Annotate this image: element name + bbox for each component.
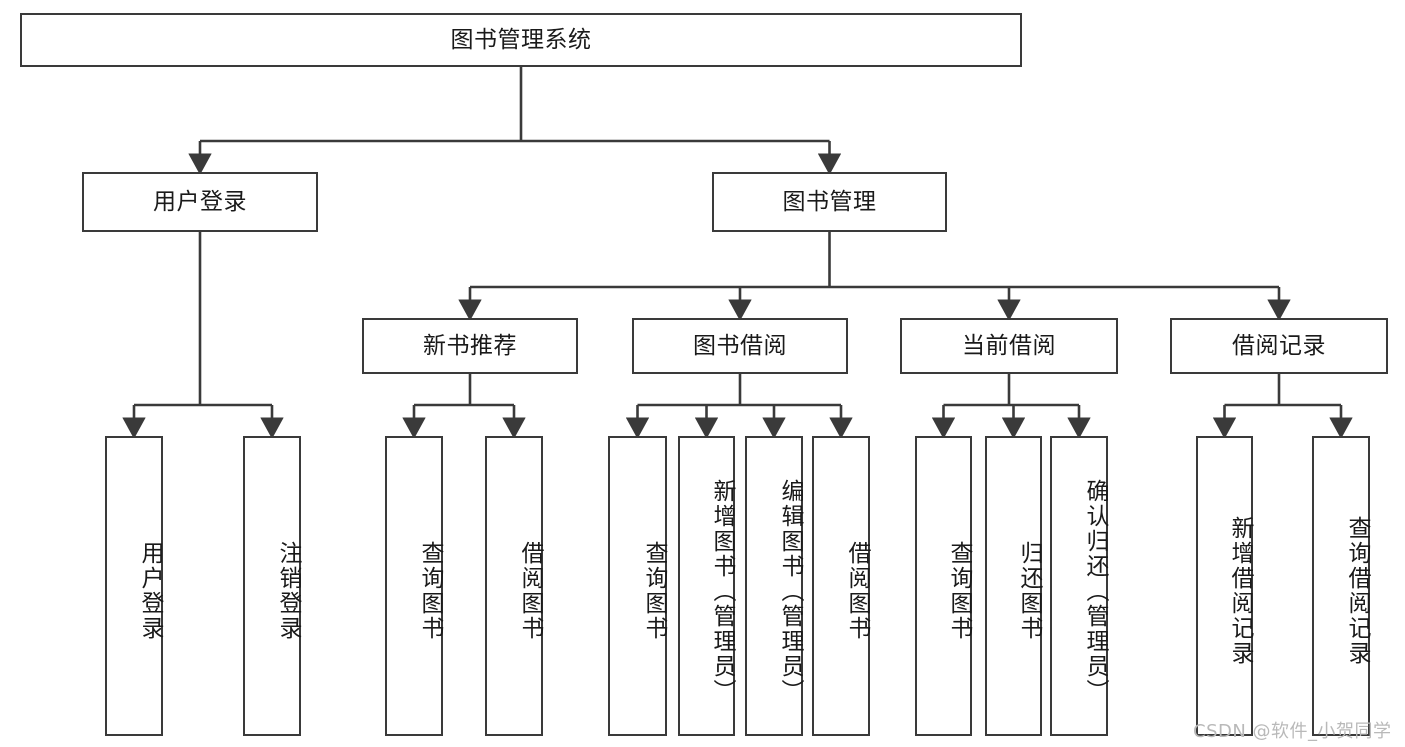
node-label: 借阅图书 (844, 541, 870, 641)
node-book-borrow[interactable]: 图书借阅 (632, 318, 848, 374)
node-leaf-borrow-book-recommend[interactable]: 借阅图书 (485, 436, 543, 736)
node-leaf-edit-book-admin[interactable]: 编辑图书（管理员） (745, 436, 803, 736)
node-label: 编辑图书（管理员） (777, 478, 803, 704)
node-label: 查询借阅记录 (1344, 516, 1370, 666)
node-label: 新增借阅记录 (1227, 516, 1253, 666)
node-label: 新书推荐 (423, 332, 517, 359)
node-leaf-add-book-admin[interactable]: 新增图书（管理员） (678, 436, 735, 736)
node-leaf-logout-login[interactable]: 注销登录 (243, 436, 301, 736)
node-label: 图书借阅 (693, 332, 787, 359)
node-leaf-borrow-book[interactable]: 借阅图书 (812, 436, 870, 736)
node-label: 归还图书 (1016, 541, 1042, 641)
node-leaf-user-login[interactable]: 用户登录 (105, 436, 163, 736)
node-label: 借阅记录 (1232, 332, 1326, 359)
node-label: 查询图书 (946, 541, 972, 641)
node-book-management[interactable]: 图书管理 (712, 172, 947, 232)
node-root[interactable]: 图书管理系统 (20, 13, 1022, 67)
watermark-text: CSDN @软件_小贺同学 (1193, 721, 1392, 742)
node-leaf-query-book-recommend[interactable]: 查询图书 (385, 436, 443, 736)
node-leaf-confirm-return-admin[interactable]: 确认归还（管理员） (1050, 436, 1108, 736)
node-leaf-query-book-current[interactable]: 查询图书 (915, 436, 972, 736)
node-label: 用户登录 (153, 188, 247, 215)
node-leaf-query-book-borrow[interactable]: 查询图书 (608, 436, 667, 736)
node-leaf-add-borrow-record[interactable]: 新增借阅记录 (1196, 436, 1253, 736)
node-label: 图书管理系统 (450, 26, 592, 53)
node-user-login[interactable]: 用户登录 (82, 172, 318, 232)
node-new-book-recommend[interactable]: 新书推荐 (362, 318, 578, 374)
node-label: 借阅图书 (517, 541, 543, 641)
node-current-borrow[interactable]: 当前借阅 (900, 318, 1118, 374)
node-label: 当前借阅 (962, 332, 1056, 359)
node-label: 查询图书 (417, 541, 443, 641)
node-label: 新增图书（管理员） (709, 478, 735, 704)
node-borrow-record[interactable]: 借阅记录 (1170, 318, 1388, 374)
node-leaf-return-book[interactable]: 归还图书 (985, 436, 1042, 736)
node-label: 用户登录 (137, 541, 163, 641)
node-leaf-query-borrow-record[interactable]: 查询借阅记录 (1312, 436, 1370, 736)
node-label: 查询图书 (641, 541, 667, 641)
node-label: 确认归还（管理员） (1082, 478, 1108, 704)
node-label: 图书管理 (782, 188, 877, 215)
node-label: 注销登录 (275, 541, 301, 641)
